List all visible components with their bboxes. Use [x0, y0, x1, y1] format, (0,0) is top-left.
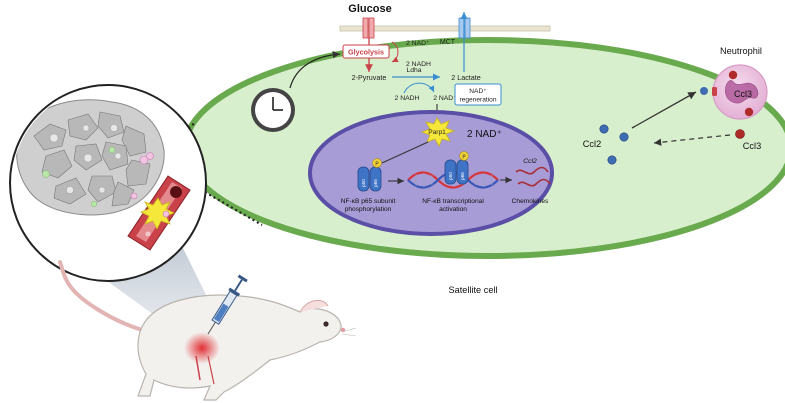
- nfkb-phosphorylation-line1: NF-κB p65 subunit: [341, 198, 396, 205]
- chemokines-label: Chemokines: [512, 198, 549, 205]
- ccl2-molecules: [599, 124, 629, 165]
- ccl3-neutrophil-label: Ccl3: [734, 89, 752, 99]
- syringe-icon: [207, 274, 248, 335]
- nadh-to-nad-curve: [403, 82, 435, 94]
- nfkb-complex-left: [357, 158, 382, 192]
- p50-label-left: p50: [361, 179, 366, 187]
- nad-regeneration-box: [454, 83, 502, 106]
- nad-to-nadh-curve: [391, 41, 399, 63]
- two-nadh-mid-label: 2 NADH: [395, 95, 420, 102]
- nad-regeneration-line2: regeneration: [459, 97, 496, 104]
- p-label-dna: P: [462, 154, 466, 160]
- mct-label: MCT: [440, 39, 456, 46]
- mrna-icon: [515, 166, 551, 187]
- pyruvate-label: 2-Pyruvate: [352, 73, 387, 82]
- two-nad-nucleus-label: 2 NAD⁺: [467, 129, 502, 140]
- clock-icon: [251, 88, 295, 132]
- parp-to-nfkb-line: [381, 141, 429, 164]
- p-label-left: P: [375, 161, 379, 167]
- mouse-body: [137, 294, 342, 401]
- injury-burst-icon: [140, 197, 175, 230]
- nfkb-complex-dna: [444, 151, 469, 185]
- ccl3-outside-label: Ccl3: [743, 141, 761, 151]
- two-nad-top-label: 2 NAD⁺: [406, 40, 430, 47]
- satellite-cell-label: Satellite cell: [448, 285, 497, 295]
- ccl2-to-neutrophil-arrow: [631, 91, 697, 129]
- glycolysis-label: Glycolysis: [348, 48, 384, 57]
- clock-to-glycolysis-arrow: [289, 51, 341, 89]
- muscle-tissue-inset: [9, 84, 207, 282]
- ccl3-to-cell-arrow: [653, 134, 731, 146]
- nad-regeneration-line1: NAD⁺: [469, 88, 487, 95]
- parp1-icon: [420, 117, 456, 147]
- neutrophil-icon: [700, 64, 768, 120]
- two-nad-mid-label: 2 NAD⁺: [433, 95, 457, 102]
- p50-label-dna: p50: [448, 172, 453, 180]
- p65-label-dna: p65: [460, 172, 465, 180]
- parp1-label: Parp1: [428, 129, 446, 136]
- glucose-label: Glucose: [348, 3, 391, 15]
- ccl3-molecule-outside: [735, 129, 745, 139]
- mouse-illustration: [58, 260, 357, 401]
- nucleus: [308, 110, 554, 236]
- nfkb-phosphorylation-line2: phosphorylation: [345, 206, 392, 213]
- two-nadh-top-label: 2 NADH: [406, 61, 431, 68]
- nfkb-transcription-line1: NF-κB transcriptional: [422, 198, 484, 205]
- p65-label-left: p65: [373, 179, 378, 187]
- injection-site: [184, 332, 220, 364]
- glycolysis-box: [342, 44, 390, 59]
- nfkb-transcription-line2: activation: [439, 206, 467, 213]
- glucose-transporter-icon: [362, 17, 375, 39]
- ccl2-gene-label: Ccl2: [523, 158, 537, 165]
- ccl2-label: Ccl2: [583, 139, 601, 149]
- mouse-tail: [58, 260, 144, 332]
- lactate-label: 2 Lactate: [451, 73, 481, 82]
- ldha-label: Ldha: [406, 67, 421, 74]
- membrane-strip: [339, 25, 551, 32]
- neutrophil-label: Neutrophil: [720, 46, 762, 56]
